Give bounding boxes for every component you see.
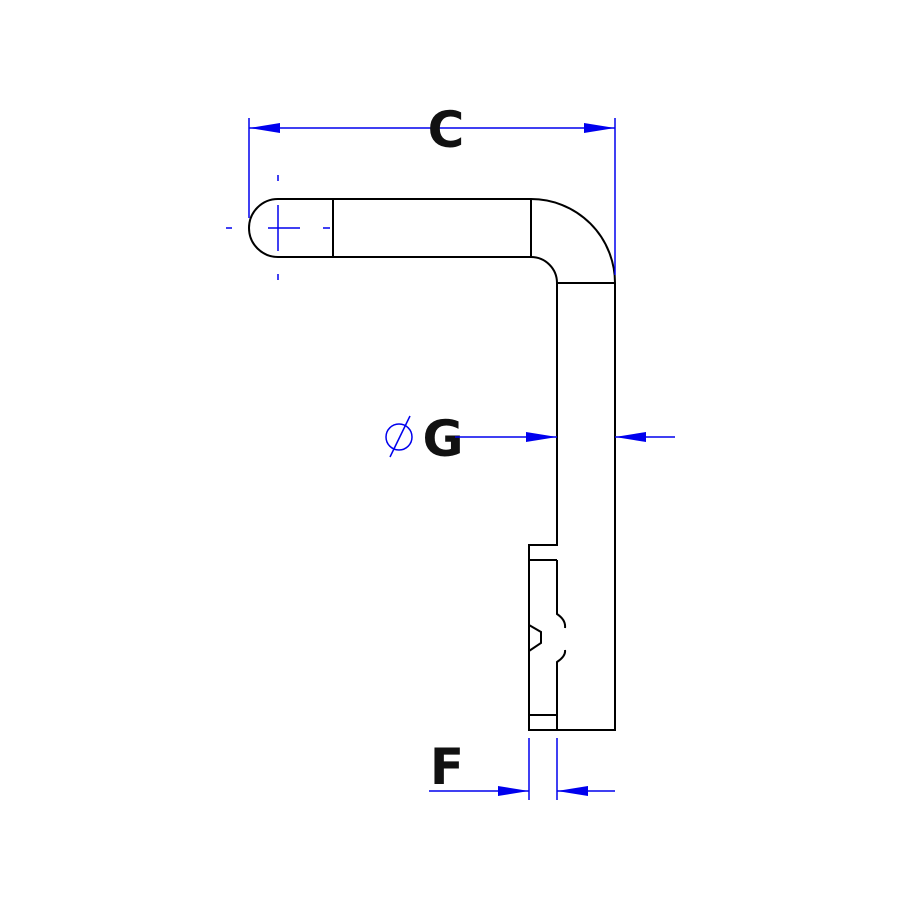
clip-notch bbox=[528, 624, 542, 652]
diameter-symbol-icon bbox=[385, 423, 413, 451]
arrowhead bbox=[498, 786, 529, 796]
arrowhead bbox=[584, 123, 615, 133]
dimension-label-g: G bbox=[422, 410, 463, 468]
arrowhead bbox=[615, 432, 646, 442]
bent-rod-part bbox=[248, 198, 616, 731]
clip-part bbox=[528, 559, 567, 730]
dimension-c: C bbox=[248, 101, 616, 275]
centerlines bbox=[226, 175, 330, 280]
dimension-g: G bbox=[385, 410, 675, 468]
dimension-label-f: F bbox=[430, 738, 464, 796]
dimension-f: F bbox=[429, 738, 615, 800]
arrowhead bbox=[249, 123, 280, 133]
arrowhead bbox=[526, 432, 557, 442]
clip-groove bbox=[556, 560, 567, 730]
arrowhead bbox=[557, 786, 588, 796]
dimension-label-c: C bbox=[428, 101, 465, 159]
rod-outline bbox=[248, 198, 616, 731]
